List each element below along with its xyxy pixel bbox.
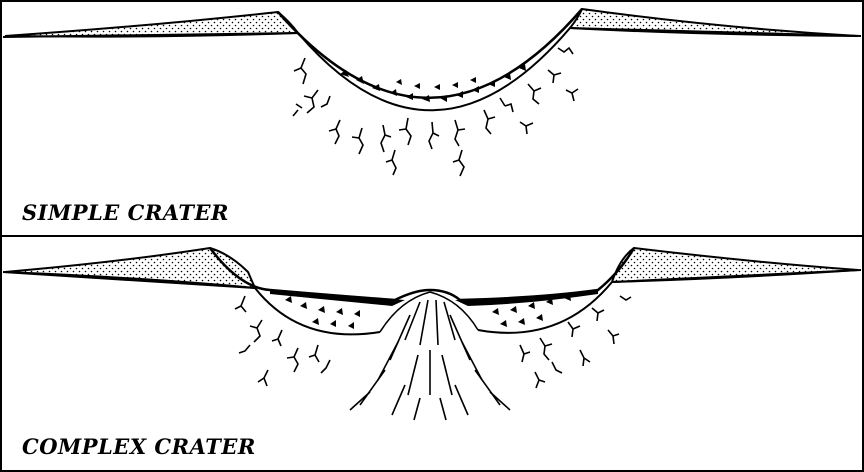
complex-crater-floor: [209, 247, 636, 302]
simple-crater-floor: [277, 8, 583, 99]
complex-breccia-base-right: [477, 281, 613, 334]
complex-fractures: [234, 295, 632, 389]
complex-ground-line: [2, 269, 862, 289]
simple-crater-panel: [2, 7, 862, 177]
complex-ejecta-left: [4, 246, 257, 290]
central-uplift-lines: [349, 299, 511, 421]
complex-breccia-fragments: [285, 294, 571, 329]
simple-breccia-base: [297, 27, 571, 112]
simple-fractures: [292, 46, 579, 177]
complex-crater-label: COMPLEX CRATER: [22, 434, 256, 459]
simple-breccia-fragments: [340, 64, 526, 102]
complex-crater-panel: [2, 246, 862, 421]
simple-crater-label: SIMPLE CRATER: [22, 200, 230, 225]
simple-ground-line: [2, 27, 862, 38]
complex-breccia-base-left: [254, 287, 381, 336]
central-peak-flanks: [379, 291, 479, 333]
